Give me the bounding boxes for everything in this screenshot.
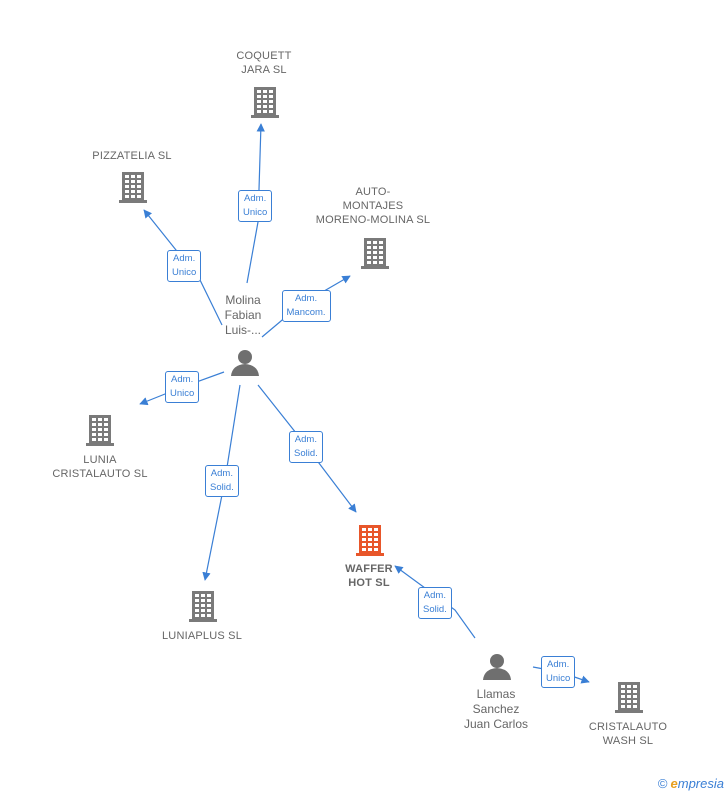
edge-label-molina-to-automontajes[interactable]: Adm. Mancom. <box>281 290 331 322</box>
building-icon-cristalauto[interactable] <box>615 682 643 713</box>
edge-label-line: Adm. <box>294 434 317 445</box>
node-label-line: JARA SL <box>241 64 287 76</box>
edge-label-llamas-to-waffer[interactable]: Adm. Solid. <box>418 587 452 619</box>
edge-label-molina-to-luniaplus[interactable]: Adm. Solid. <box>205 465 239 497</box>
edge-label-molina-to-waffer[interactable]: Adm. Solid. <box>289 431 323 463</box>
edge-llamas-to-waffer <box>394 565 476 639</box>
building-icon-automontajes[interactable] <box>361 238 389 269</box>
node-label-line: Llamas <box>476 687 516 701</box>
node-label-line: Sanchez <box>472 702 520 716</box>
edge-label-molina-to-pizzatelia[interactable]: Adm. Unico <box>167 250 202 282</box>
edge-label-line: Adm. <box>173 253 196 264</box>
node-label-pizzatelia[interactable]: PIZZATELIA SL <box>92 149 171 163</box>
edge-molina-to-coquett <box>246 123 265 284</box>
node-label-line: Juan Carlos <box>463 717 529 731</box>
node-label-automontajes[interactable]: AUTO- MONTAJES MORENO-MOLINA SL <box>316 185 430 227</box>
node-label-line: CRISTALAUTO SL <box>52 468 148 480</box>
node-label-line: MORENO-MOLINA SL <box>315 214 431 226</box>
node-label-line: WAFFER <box>345 563 393 575</box>
edge-label-line: Adm. <box>423 590 446 601</box>
edge-label-molina-to-lunia[interactable]: Adm. Unico <box>165 371 200 403</box>
person-icon-llamas[interactable] <box>483 654 511 680</box>
brand-logo-name: mpresia <box>677 776 724 791</box>
edge-label-line: Unico <box>243 207 268 218</box>
edge-label-line: Solid. <box>210 482 234 493</box>
node-label-line: WASH SL <box>602 735 654 747</box>
node-label-line: AUTO- <box>355 186 391 198</box>
node-label-line: HOT SL <box>348 577 390 589</box>
node-label-lunia[interactable]: LUNIA CRISTALAUTO SL <box>52 453 147 481</box>
edge-label-line: Adm. <box>210 468 233 479</box>
node-label-waffer[interactable]: WAFFER HOT SL <box>345 562 393 590</box>
edge-label-line: Adm. <box>547 659 570 670</box>
edge-label-line: Unico <box>172 267 197 278</box>
node-label-line: COQUETT <box>236 50 292 62</box>
edge-label-molina-to-coquett[interactable]: Adm. Unico <box>238 190 273 222</box>
node-label-line: LUNIAPLUS SL <box>161 630 243 642</box>
edge-label-line: Unico <box>170 388 195 399</box>
building-icon-pizzatelia[interactable] <box>119 172 147 203</box>
icons-layer <box>86 87 643 713</box>
building-icon-waffer[interactable] <box>356 525 384 556</box>
edge-label-line: Adm. <box>171 374 194 385</box>
node-label-coquett[interactable]: COQUETT JARA SL <box>236 49 291 77</box>
copyright-symbol: © <box>657 776 668 791</box>
edge-label-line: Solid. <box>423 604 447 615</box>
node-label-line: LUNIA <box>83 454 117 466</box>
building-icon-coquett[interactable] <box>251 87 279 118</box>
node-label-line: MONTAJES <box>342 200 404 212</box>
node-label-cristalauto[interactable]: CRISTALAUTO WASH SL <box>589 720 667 748</box>
edge-label-line: Unico <box>546 673 571 684</box>
edge-label-llamas-to-cristalauto[interactable]: Adm. Unico <box>541 656 576 688</box>
edge-label-line: Adm. <box>294 293 318 304</box>
node-label-line: Luis-... <box>224 323 262 337</box>
edge-label-line: Solid. <box>294 448 318 459</box>
edge-label-line: Mancom. <box>286 307 326 318</box>
brand-logo-initial: e <box>670 776 678 791</box>
building-icon-lunia[interactable] <box>86 415 114 446</box>
node-label-line: Molina <box>225 293 261 307</box>
node-label-luniaplus[interactable]: LUNIAPLUS SL <box>162 629 242 643</box>
edge-label-line: Adm. <box>244 193 267 204</box>
node-label-line: PIZZATELIA SL <box>92 150 172 162</box>
node-label-line: CRISTALAUTO <box>588 721 668 733</box>
building-icon-luniaplus[interactable] <box>189 591 217 622</box>
brand-watermark: ©empresia <box>658 776 724 791</box>
person-icon-molina[interactable] <box>231 350 259 376</box>
node-label-line: Fabian <box>224 308 262 322</box>
